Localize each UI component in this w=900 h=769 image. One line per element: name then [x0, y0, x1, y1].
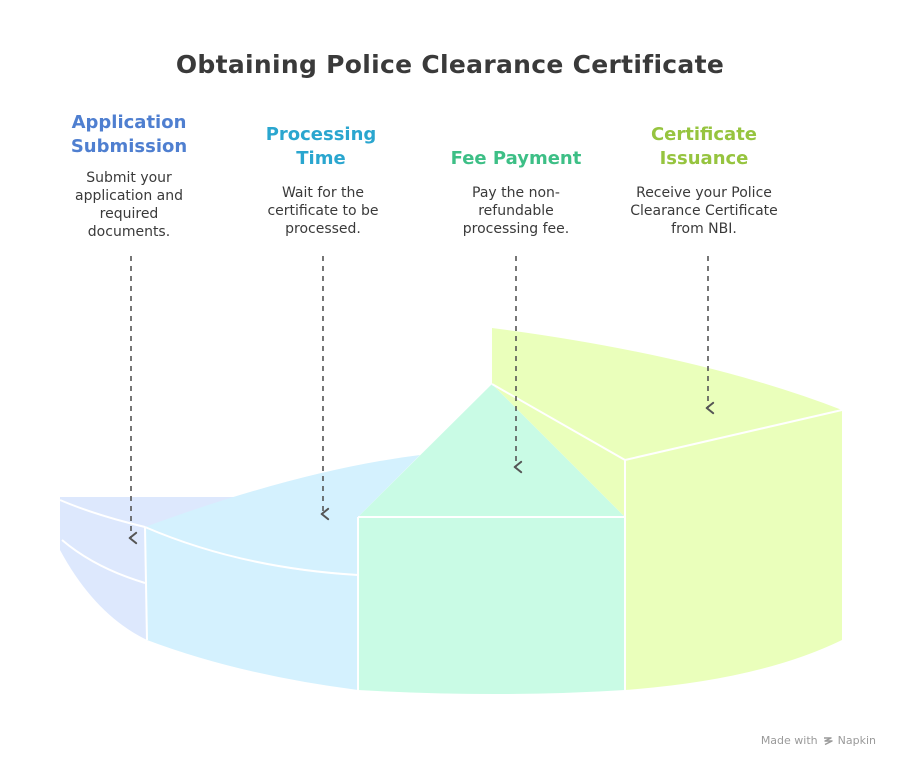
step-1-desc-line4: documents. [87, 224, 171, 240]
step-3-heading: Fee Payment [430, 147, 602, 171]
step-3-desc-line3: processing fee. [462, 221, 570, 237]
step-4-description: Receive your Police Clearance Certificat… [608, 184, 800, 238]
step-2-heading-line1: Processing [265, 124, 377, 145]
step-4-desc-line3: from NBI. [671, 221, 737, 237]
page-title: Obtaining Police Clearance Certificate [175, 50, 725, 79]
step-4-heading-line2: Issuance [659, 148, 749, 169]
step-1-desc-line2: application and [74, 188, 183, 204]
step-2-desc-line3: processed. [285, 221, 361, 237]
step-3-heading-line1: Fee Payment [450, 148, 582, 169]
step-3-desc-line2: refundable [478, 203, 554, 219]
segment-application-submission [59, 497, 245, 640]
step-4-desc-line1: Receive your Police [636, 185, 772, 201]
step-1-desc-line1: Submit your [86, 170, 172, 186]
step-2-desc-line1: Wait for the [281, 185, 365, 201]
segment-processing-time [144, 455, 420, 690]
step-1-heading: Application Submission [48, 111, 210, 159]
step-4-heading: Certificate Issuance [618, 123, 790, 171]
step-1-desc-line3: required [99, 206, 159, 222]
step-3-desc-line1: Pay the non- [472, 185, 560, 201]
step-4-desc-line2: Clearance Certificate [630, 203, 778, 219]
step-1-heading-line2: Submission [70, 136, 188, 157]
credit-made-with: Made with [760, 734, 818, 747]
step-1-heading-line1: Application [71, 112, 187, 133]
segment-fee-payment [357, 384, 625, 694]
credit-footer: Made with Napkin [761, 734, 876, 747]
step-1-description: Submit your application and required doc… [48, 169, 210, 241]
step-2-heading: Processing Time [240, 123, 402, 171]
step-3-description: Pay the non- refundable processing fee. [434, 184, 598, 238]
step-2-description: Wait for the certificate to be processed… [240, 184, 406, 238]
step-4-heading-line1: Certificate [650, 124, 758, 145]
step-2-desc-line2: certificate to be [267, 203, 379, 219]
napkin-logo-icon [823, 736, 833, 745]
segment-certificate-issuance [491, 328, 843, 690]
step-2-heading-line2: Time [296, 148, 346, 169]
credit-brand: Napkin [837, 734, 876, 747]
